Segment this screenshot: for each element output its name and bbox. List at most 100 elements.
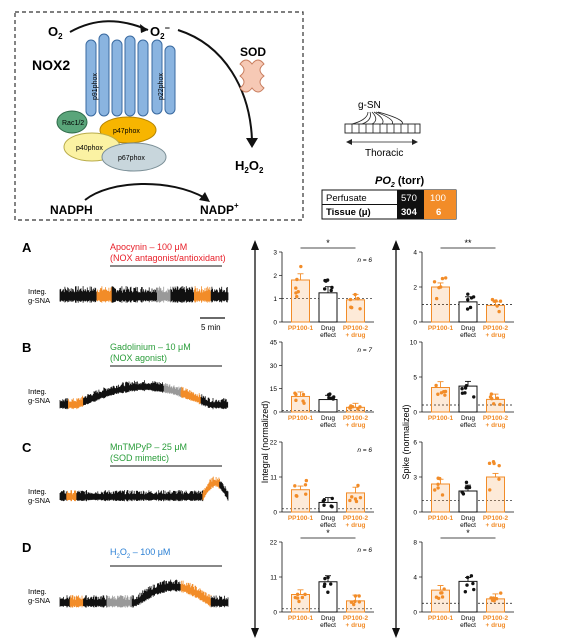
data-point xyxy=(349,305,353,309)
data-point xyxy=(304,478,309,483)
drug-label-line2: (NOX agonist) xyxy=(110,353,167,363)
p47phox-label: p47phox xyxy=(113,128,140,135)
data-point xyxy=(299,264,303,269)
po2-row1-black: 570 xyxy=(401,193,417,204)
data-point xyxy=(497,309,501,314)
data-point xyxy=(294,286,298,290)
data-point xyxy=(468,305,473,310)
data-point xyxy=(297,599,301,604)
trace-segment xyxy=(170,286,195,303)
trace-segment xyxy=(180,580,212,608)
data-point xyxy=(330,285,334,290)
data-point xyxy=(465,485,469,489)
data-point xyxy=(488,488,492,492)
data-point xyxy=(303,483,308,487)
thoracic-arrow-right xyxy=(412,139,418,145)
y-tick-label: 10 xyxy=(410,340,418,347)
y-tick-label: 2 xyxy=(273,273,277,280)
nadp-label: NADP+ xyxy=(200,201,239,217)
data-point xyxy=(293,484,297,488)
data-point xyxy=(321,499,326,503)
p91phox-cylinders xyxy=(85,33,149,117)
bar xyxy=(291,279,310,323)
group-label-plus-drug: + drug xyxy=(485,522,505,529)
trace-segment xyxy=(210,595,229,608)
y-tick-label: 3 xyxy=(413,475,417,482)
group-label-pp100-2: PP100-2 xyxy=(483,515,509,522)
bar xyxy=(458,301,478,323)
data-point xyxy=(436,486,440,490)
group-label-plus-drug: + drug xyxy=(345,422,365,429)
data-point xyxy=(432,280,437,284)
data-point xyxy=(490,297,495,302)
data-point xyxy=(438,476,442,481)
y-tick-label: 22 xyxy=(270,540,278,547)
trace-segment xyxy=(83,380,165,406)
trace-segment xyxy=(202,476,220,501)
trace-segment xyxy=(96,286,113,303)
bar xyxy=(291,395,310,413)
group-label-pp100-1: PP100-1 xyxy=(288,415,314,422)
data-point xyxy=(434,296,439,301)
data-point xyxy=(471,581,475,586)
data-point xyxy=(436,392,440,396)
data-point xyxy=(442,587,446,591)
data-point xyxy=(492,599,496,603)
panel-letter: C xyxy=(22,440,32,455)
data-point xyxy=(329,582,333,586)
po2-black-col xyxy=(397,190,424,219)
y-tick-label: 8 xyxy=(413,540,417,547)
data-point xyxy=(463,391,467,395)
data-point xyxy=(494,299,498,303)
group-label-pp100-2: PP100-2 xyxy=(343,615,369,622)
group-label-effect: effect xyxy=(320,332,336,339)
data-point xyxy=(491,402,496,406)
superoxide-label: O2− xyxy=(150,23,170,41)
spike-axis-label: Spike (normalized) xyxy=(401,404,411,479)
sample-size-label: n = 6 xyxy=(357,547,372,554)
trace-segment xyxy=(83,595,107,608)
group-label-drug: Drug xyxy=(461,415,475,422)
data-point xyxy=(295,294,299,299)
thoracic-arrow-left xyxy=(346,139,352,145)
data-point xyxy=(301,392,306,397)
trace-segment xyxy=(157,286,172,303)
group-label-pp100-2: PP100-2 xyxy=(483,325,509,332)
data-point xyxy=(440,493,445,497)
trace-label-integ: Integ. xyxy=(28,587,47,596)
spike-axis-arrowhead-bottom xyxy=(392,628,400,638)
significance-marker: * xyxy=(326,528,330,538)
bar xyxy=(486,476,505,513)
group-label-pp100-1: PP100-1 xyxy=(288,515,314,522)
y-tick-label: 4 xyxy=(413,250,417,257)
data-point xyxy=(439,391,444,395)
data-point xyxy=(489,392,494,396)
data-point xyxy=(358,405,362,409)
data-point xyxy=(436,482,440,486)
data-point xyxy=(434,595,439,599)
trace-label-gsna: g-SNA xyxy=(28,596,50,605)
data-point xyxy=(353,594,358,598)
integral-axis-arrowhead-bottom xyxy=(251,628,259,638)
group-label-drug: Drug xyxy=(321,615,335,622)
bar xyxy=(318,581,338,613)
group-label-pp100-1: PP100-1 xyxy=(288,325,314,332)
data-point xyxy=(352,602,356,607)
data-point xyxy=(356,483,360,488)
data-point xyxy=(294,392,298,397)
p40phox-label: p40phox xyxy=(76,145,103,152)
data-point xyxy=(433,488,437,492)
nox2-label: NOX2 xyxy=(32,57,70,73)
group-label-effect: effect xyxy=(460,422,476,429)
data-point xyxy=(329,288,333,293)
sample-size-label: n = 7 xyxy=(357,347,372,354)
data-point xyxy=(463,590,468,594)
superoxide-arrowhead xyxy=(246,138,258,148)
po2-row1-orange: 100 xyxy=(430,193,446,204)
sod-icon xyxy=(239,59,265,93)
